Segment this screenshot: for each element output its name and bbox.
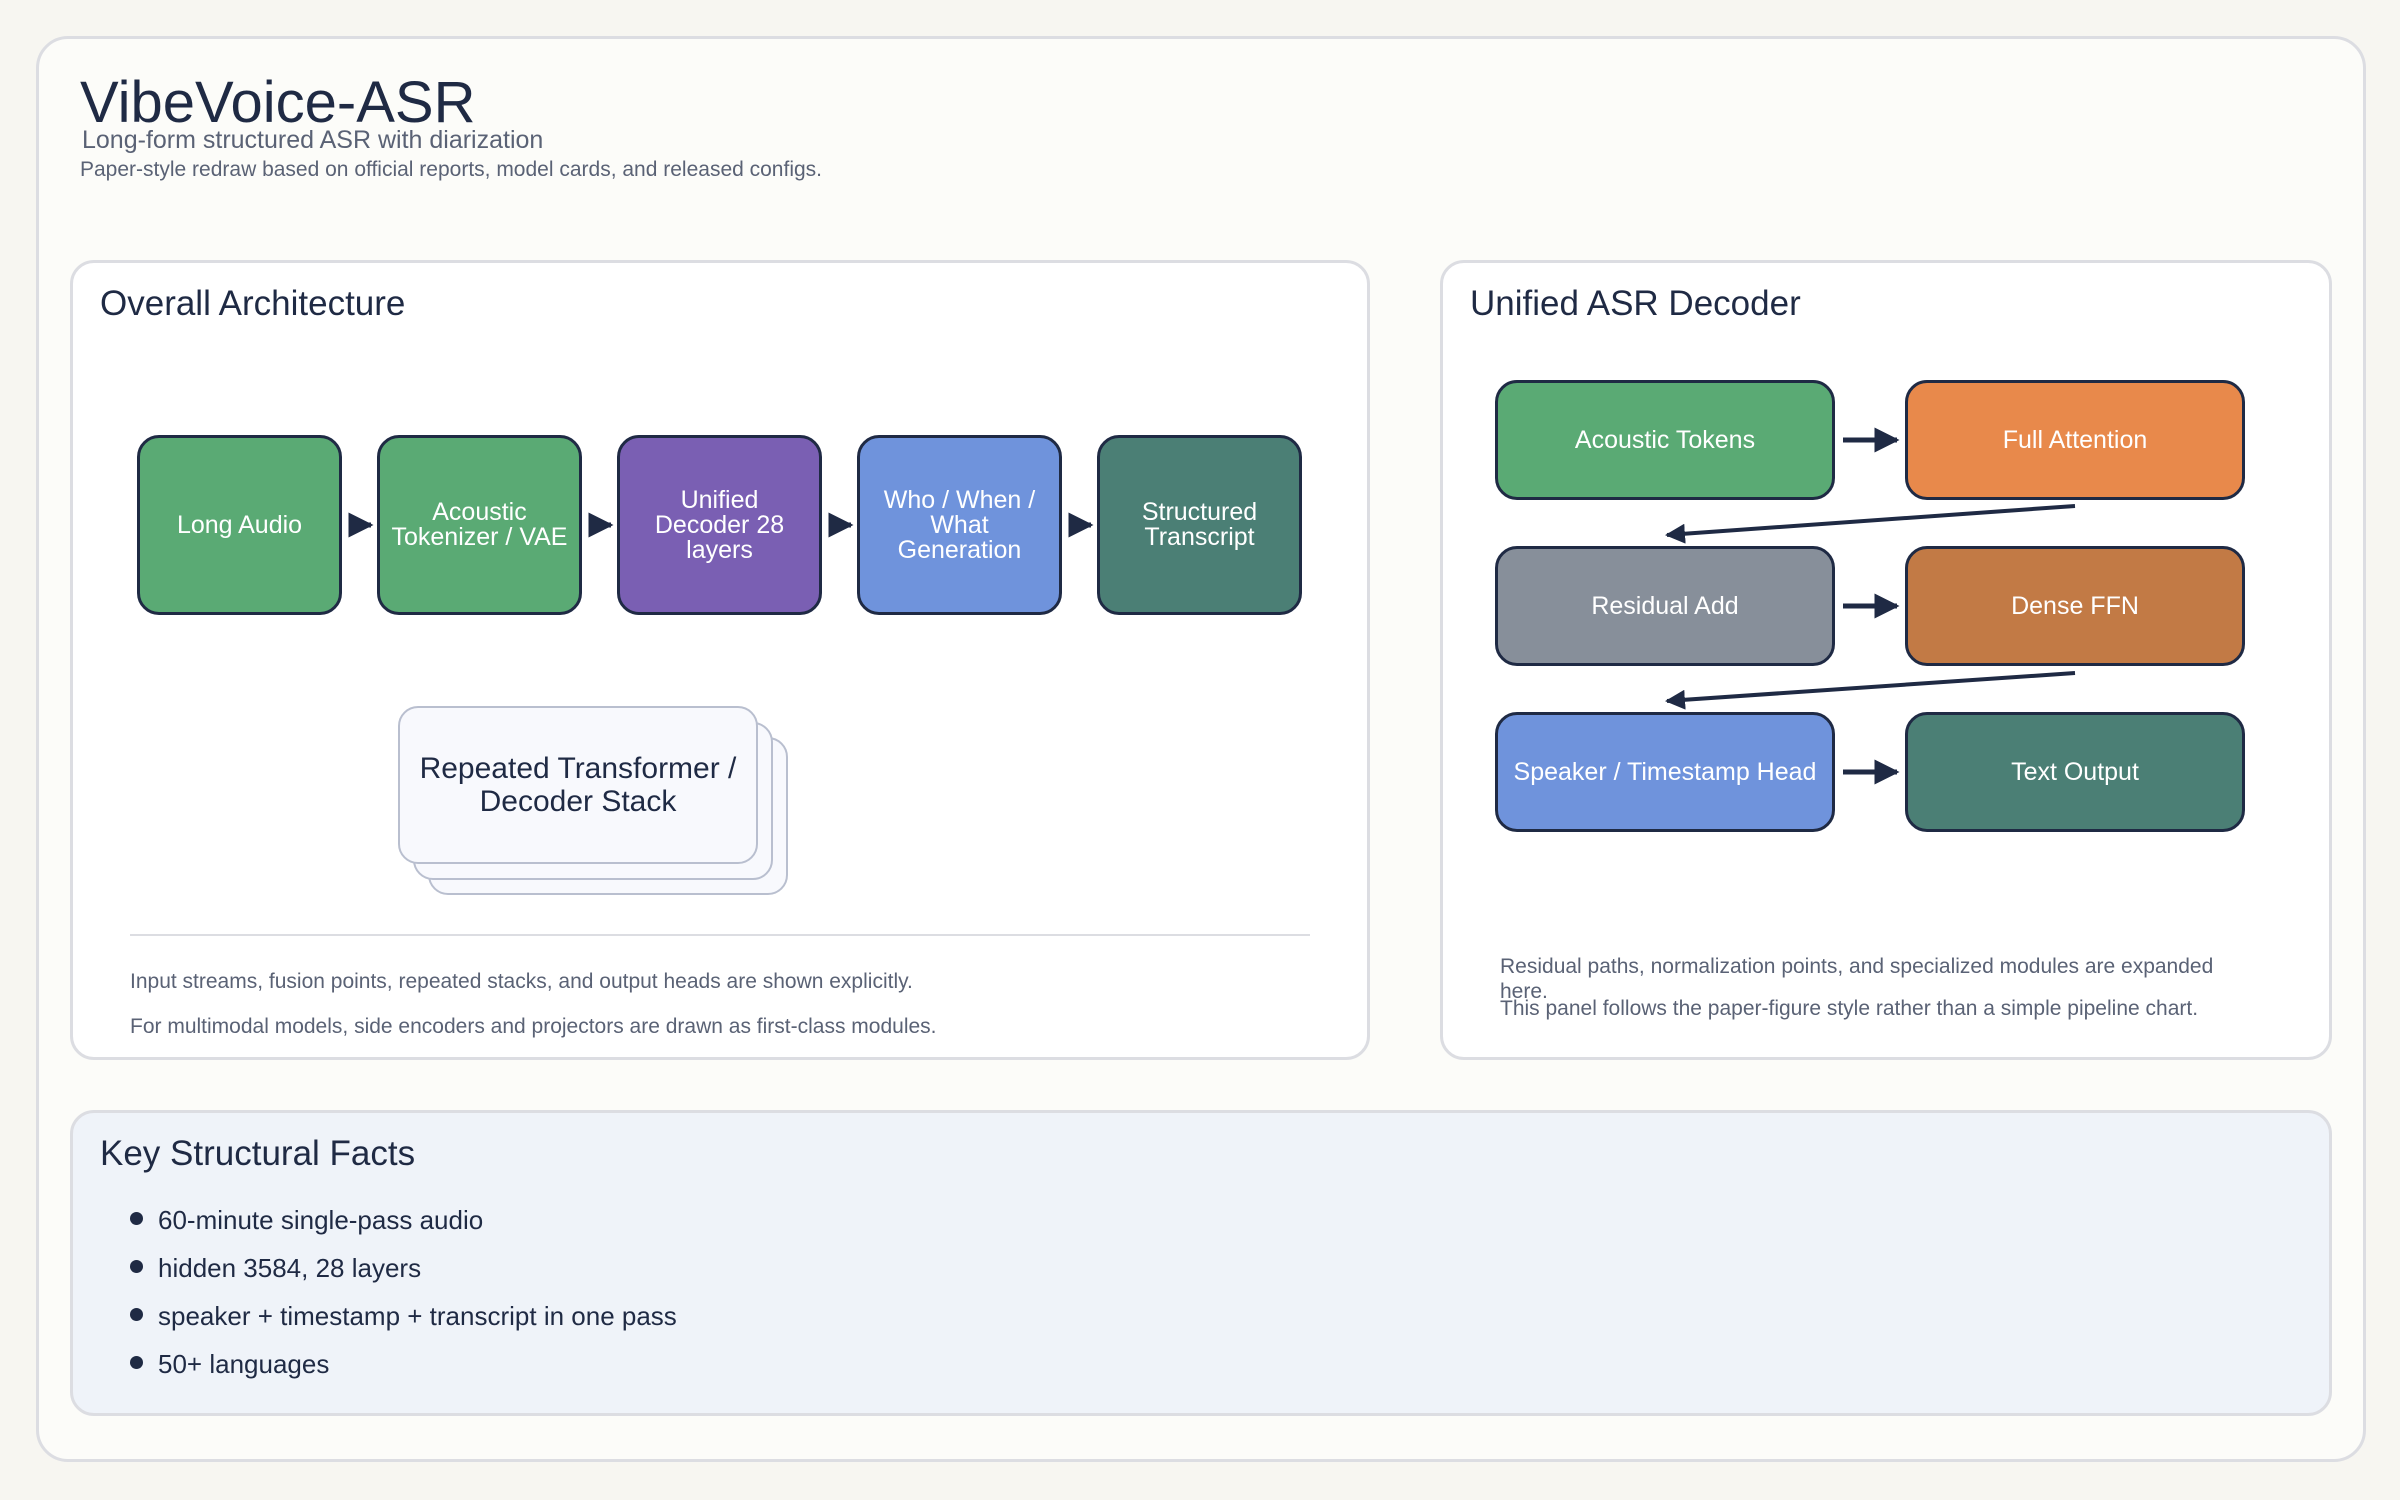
fact-bullet-4 bbox=[130, 1356, 143, 1369]
arrow-attention-to-residual bbox=[1665, 504, 2076, 544]
node-text-output: Text Output bbox=[1905, 712, 2245, 832]
fact-bullet-3 bbox=[130, 1308, 143, 1321]
unified-decoder-title: Unified ASR Decoder bbox=[1470, 284, 1801, 323]
arrow-ffn-to-head bbox=[1665, 671, 2076, 710]
node-who-when-what: Who / When / What Generation bbox=[857, 435, 1062, 615]
decoder-note-2: This panel follows the paper-figure styl… bbox=[1500, 997, 2199, 1020]
stack-label: Repeated Transformer / Decoder Stack bbox=[419, 752, 737, 818]
fact-item-1: 60-minute single-pass audio bbox=[158, 1205, 484, 1235]
node-dense-ffn: Dense FFN bbox=[1905, 546, 2245, 666]
decoder-note-1: Residual paths, normalization points, an… bbox=[1500, 954, 2260, 1004]
key-facts-title: Key Structural Facts bbox=[100, 1134, 416, 1173]
fact-item-3: speaker + timestamp + transcript in one … bbox=[158, 1301, 677, 1331]
key-facts-panel bbox=[70, 1110, 2332, 1416]
overall-divider bbox=[130, 934, 1310, 936]
page-note: Paper-style redraw based on official rep… bbox=[80, 158, 823, 181]
page-subtitle: Long-form structured ASR with diarizatio… bbox=[82, 126, 544, 154]
overall-architecture-title: Overall Architecture bbox=[100, 284, 406, 323]
page-title: VibeVoice-ASR bbox=[80, 70, 476, 135]
fact-bullet-2 bbox=[130, 1260, 143, 1273]
node-structured-transcript: Structured Transcript bbox=[1097, 435, 1302, 615]
node-speaker-timestamp-head: Speaker / Timestamp Head bbox=[1495, 712, 1835, 832]
fact-item-4: 50+ languages bbox=[158, 1349, 330, 1379]
node-residual-add: Residual Add bbox=[1495, 546, 1835, 666]
overall-architecture-panel bbox=[70, 260, 1370, 1060]
node-acoustic-tokens: Acoustic Tokens bbox=[1495, 380, 1835, 500]
node-unified-decoder: Unified Decoder 28 layers bbox=[617, 435, 822, 615]
fact-bullet-1 bbox=[130, 1212, 143, 1225]
decoder-note-1-text: Residual paths, normalization points, an… bbox=[1500, 955, 2214, 1004]
node-full-attention: Full Attention bbox=[1905, 380, 2245, 500]
stack-layer-front bbox=[398, 706, 758, 864]
overall-note-1: Input streams, fusion points, repeated s… bbox=[130, 970, 913, 993]
overall-note-2: For multimodal models, side encoders and… bbox=[130, 1015, 937, 1038]
node-acoustic-tokenizer: Acoustic Tokenizer / VAE bbox=[377, 435, 582, 615]
fact-item-2: hidden 3584, 28 layers bbox=[158, 1253, 422, 1283]
node-long-audio: Long Audio bbox=[137, 435, 342, 615]
